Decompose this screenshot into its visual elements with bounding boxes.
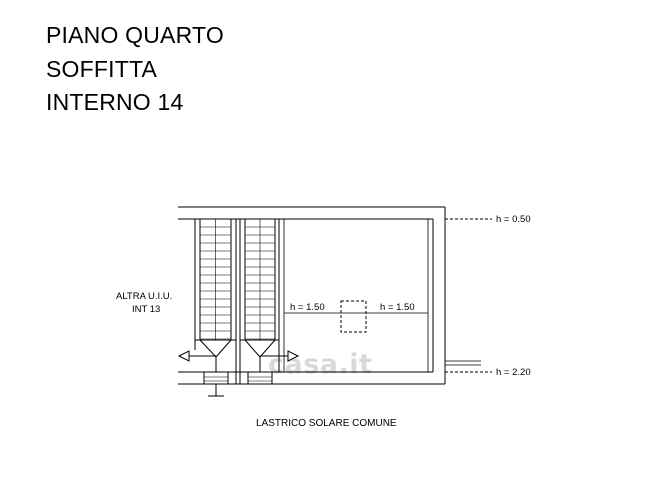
height-label-right: h = 1.50 <box>380 302 415 313</box>
other-unit-number: INT 13 <box>132 304 161 315</box>
stair-treads <box>200 219 275 340</box>
arrow-left <box>177 350 216 362</box>
height-label-left: h = 1.50 <box>290 302 325 313</box>
floor-title: PIANO QUARTO <box>46 22 224 48</box>
skylight-box <box>340 300 367 333</box>
other-unit-label: ALTRA U.I.U. <box>116 291 173 302</box>
roof-terrace-label: LASTRICO SOLARE COMUNE <box>256 418 397 429</box>
stair-right <box>239 218 280 384</box>
height-label-bottom: h = 2.20 <box>496 367 531 378</box>
room-title: SOFFITTA <box>46 56 158 82</box>
arrow-right <box>260 350 300 362</box>
unit-title: INTERNO 14 <box>46 89 184 115</box>
watermark: casa.it <box>268 349 373 380</box>
height-label-top: h = 0.50 <box>496 214 531 225</box>
